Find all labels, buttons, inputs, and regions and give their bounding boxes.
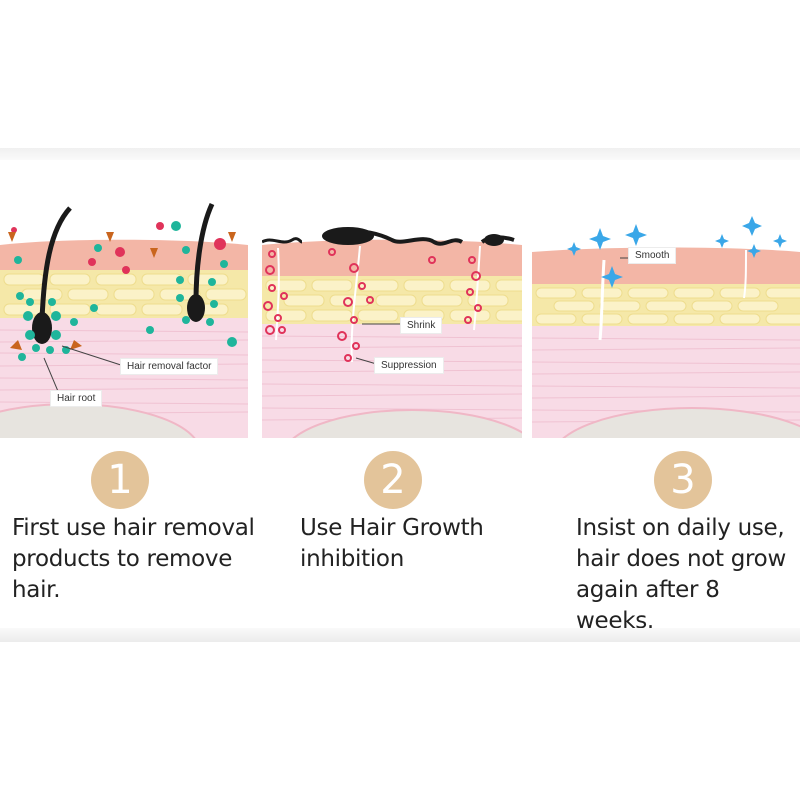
particle-icon bbox=[14, 221, 237, 361]
hair-removal-factor-label: Hair removal factor bbox=[120, 358, 219, 375]
particle-icon bbox=[263, 248, 482, 362]
step2-illustration: Shrink Suppression bbox=[262, 190, 522, 438]
sparkle-icon bbox=[567, 216, 787, 288]
step3-illustration: Smooth bbox=[532, 190, 800, 438]
step3-line-1: Insist on daily use, bbox=[576, 515, 785, 541]
arrow-icon bbox=[8, 232, 236, 350]
step2-number-badge: 2 bbox=[364, 451, 422, 509]
top-divider-band bbox=[0, 148, 800, 160]
step1-illustration: Hair removal factor Hair root bbox=[0, 190, 248, 438]
step3-number-badge: 3 bbox=[654, 451, 712, 509]
step2-description: Use Hair Growth inhibition bbox=[300, 513, 484, 575]
step2-line-1: Use Hair Growth bbox=[300, 515, 484, 541]
shrink-label: Shrink bbox=[400, 317, 443, 334]
step1-number-badge: 1 bbox=[91, 451, 149, 509]
bottom-divider-band bbox=[0, 628, 800, 642]
step1-line-1: First use hair removal bbox=[12, 515, 255, 541]
step1-line-3: hair. bbox=[12, 577, 61, 603]
step3-description: Insist on daily use, hair does not grow … bbox=[576, 513, 800, 637]
step2-line-2: inhibition bbox=[300, 546, 404, 572]
suppression-label: Suppression bbox=[374, 357, 444, 374]
hair-root-label: Hair root bbox=[50, 390, 103, 407]
smooth-label: Smooth bbox=[628, 247, 677, 264]
hair-strand-icon bbox=[32, 202, 215, 344]
step3-line-2: hair does not grow bbox=[576, 546, 786, 572]
step1-description: First use hair removal products to remov… bbox=[12, 513, 255, 606]
step1-line-2: products to remove bbox=[12, 546, 233, 572]
